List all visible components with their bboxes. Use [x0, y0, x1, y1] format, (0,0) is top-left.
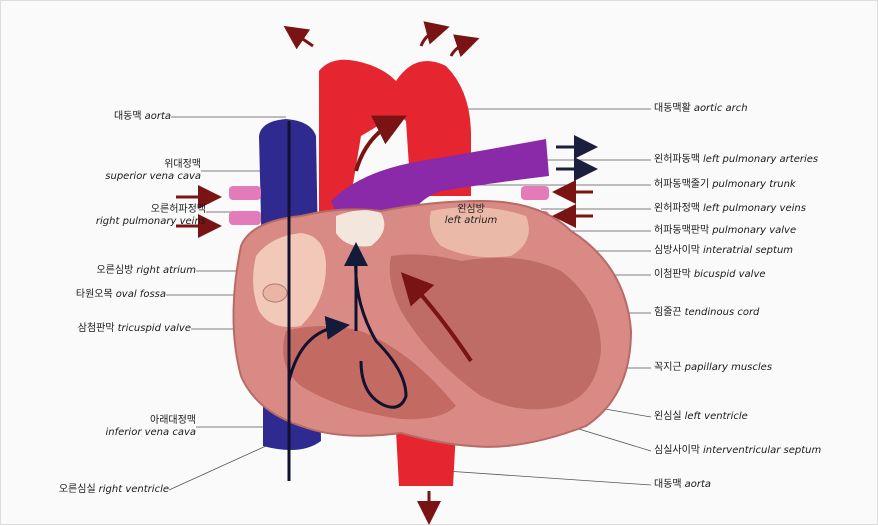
label-en: tendinous cord — [685, 307, 760, 318]
label-inferior-vena-cava: 아래대정맥 inferior vena cava — [21, 415, 196, 439]
label-en: papillary muscles — [685, 362, 772, 373]
label-ko: 심실사이막 — [654, 445, 700, 456]
label-ko: 위대정맥 — [21, 159, 201, 171]
label-ko: 이첨판막 — [654, 269, 691, 280]
label-ko: 심방사이막 — [654, 245, 700, 256]
label-en: interventricular septum — [703, 445, 821, 456]
label-en: aortic arch — [694, 103, 748, 114]
label-en: left ventricle — [685, 411, 748, 422]
label-ko: 왼심실 — [654, 411, 682, 422]
label-ko: 대동맥 — [114, 111, 142, 122]
label-en: left pulmonary arteries — [703, 154, 818, 165]
label-en: aorta — [145, 111, 171, 122]
label-en: inferior vena cava — [21, 427, 196, 439]
label-ko: 오른심실 — [59, 484, 96, 495]
flow-arrow-top-right — [451, 41, 471, 56]
label-en: right atrium — [136, 265, 196, 276]
label-en: right pulmonary veins — [21, 216, 206, 228]
label-ko: 허파동맥줄기 — [654, 179, 709, 190]
label-en: aorta — [685, 479, 711, 490]
label-en: pulmonary valve — [712, 225, 796, 236]
label-ko: 대동맥 — [654, 479, 682, 490]
flow-arrow-top-mid — [421, 29, 441, 46]
label-ko: 왼허파정맥 — [654, 203, 700, 214]
left-atrium-label-en: left atrium — [441, 215, 501, 226]
label-ko: 오른심방 — [96, 265, 133, 276]
oval-fossa-shape — [263, 284, 287, 302]
label-en: left pulmonary veins — [703, 203, 806, 214]
label-ko: 대동맥활 — [654, 103, 691, 114]
label-en: pulmonary trunk — [712, 179, 796, 190]
label-ko: 타원오목 — [76, 289, 113, 300]
label-en: interatrial septum — [703, 245, 793, 256]
label-right-pulmonary-veins: 오른허파정맥 right pulmonary veins — [21, 204, 206, 228]
label-en: tricuspid valve — [118, 323, 191, 334]
left-atrium-label: 왼심방 left atrium — [441, 204, 501, 226]
label-en: bicuspid valve — [694, 269, 766, 280]
left-atrium-label-ko: 왼심방 — [457, 204, 485, 215]
label-en: right ventricle — [99, 484, 169, 495]
label-en: oval fossa — [116, 289, 166, 300]
label-superior-vena-cava: 위대정맥 superior vena cava — [21, 159, 201, 183]
flow-arrow-top-left — [291, 31, 313, 46]
label-ko: 삼첨판막 — [78, 323, 115, 334]
label-ko: 아래대정맥 — [21, 415, 196, 427]
label-ko: 힘줄끈 — [654, 307, 682, 318]
label-ko: 꼭지근 — [654, 362, 682, 373]
label-ko: 오른허파정맥 — [21, 204, 206, 216]
label-en: superior vena cava — [21, 171, 201, 183]
label-ko: 허파동맥판막 — [654, 225, 709, 236]
label-ko: 왼허파동맥 — [654, 154, 700, 165]
